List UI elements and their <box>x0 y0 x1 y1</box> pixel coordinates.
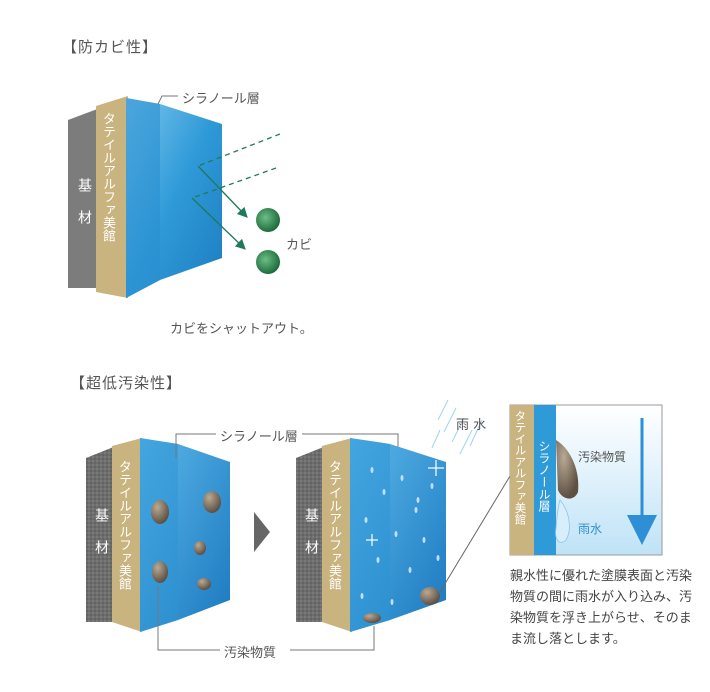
coat-layer <box>96 96 128 298</box>
section2-heading: 【超低汚染性】 <box>70 374 183 392</box>
detail-water <box>555 499 570 543</box>
base-layer-left <box>86 446 116 622</box>
coat-label-left: タテイルアルファ美館 <box>116 460 131 590</box>
base-label-1: 基 材 <box>76 178 92 226</box>
coat-layer-right <box>322 438 352 632</box>
silanol-label-1: シラノール層 <box>182 92 260 107</box>
detail-description: 親水性に優れた塗膜表面と汚染物質の間に雨水が入り込み、汚染物質を浮き上がらせ、そ… <box>510 569 693 647</box>
coat-label-1: タテイルアルファ美館 <box>100 112 115 242</box>
section1-heading: 【防カビ性】 <box>62 38 159 56</box>
detail-water-label: 雨水 <box>578 522 603 536</box>
base-layer-right <box>296 446 326 622</box>
detail-silanol <box>534 405 556 555</box>
dirt-blob <box>152 561 168 583</box>
detail-coat <box>510 405 534 555</box>
mold-ball <box>256 250 280 274</box>
mold-ball <box>256 208 280 232</box>
coat-label-right: タテイルアルファ美館 <box>326 460 341 590</box>
detail-silanol-label: シラノール層 <box>537 440 551 512</box>
dirt-label: 汚染物質 <box>224 646 277 661</box>
arrow-right-icon <box>254 512 270 552</box>
dirt-blob <box>194 541 206 555</box>
base-label-left: 基 材 <box>93 508 109 556</box>
base-layer <box>68 108 100 288</box>
dirt-blob <box>197 578 211 590</box>
kabi-label: カビ <box>286 238 313 253</box>
caption-1: カビをシャットアウト。 <box>170 322 313 337</box>
detail-dirt <box>556 440 579 499</box>
detail-dirt-label: 汚染物質 <box>578 450 627 464</box>
dirt-blob <box>151 500 169 524</box>
coat-layer-left <box>112 438 142 632</box>
dirt-blob <box>203 491 221 513</box>
detail-coat-label: タテイルアルファ美館 <box>513 410 528 525</box>
dirt-blob <box>363 613 381 623</box>
base-label-right: 基 材 <box>303 508 319 556</box>
silanol-label-2: シラノール層 <box>220 430 298 445</box>
dirt-blob <box>420 587 440 605</box>
rain-label: 雨 水 <box>456 418 487 433</box>
